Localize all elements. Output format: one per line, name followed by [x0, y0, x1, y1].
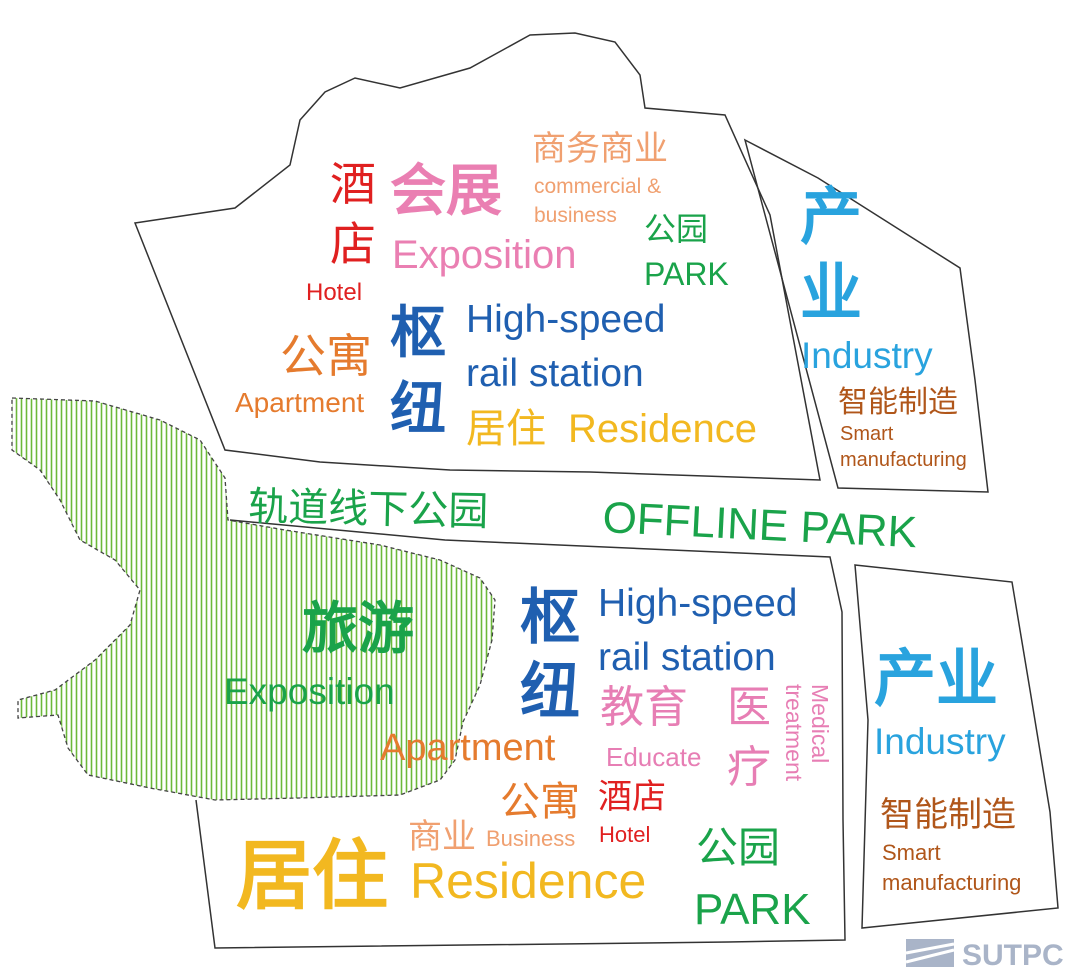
north-commercial-en-2: business: [534, 204, 617, 227]
north-hub-zh-2: 纽: [390, 377, 446, 442]
ne-industry-en: Industry: [801, 335, 933, 376]
south-medical-en-1: Medical: [807, 684, 833, 763]
offline-park-en: OFFLINE PARK: [602, 493, 919, 557]
south-residence-en: Residence: [410, 853, 646, 909]
south-hotel-en: Hotel: [599, 822, 650, 847]
north-commercial-zh: 商务商业: [532, 129, 668, 169]
south-commerce-zh: 商业: [408, 817, 476, 857]
north-hub-en-1: High-speed: [466, 298, 665, 341]
sutpc-logo: SUTPC: [905, 939, 1064, 972]
north-apartment-zh: 公寓: [280, 329, 372, 383]
north-block-outline: [133, 32, 821, 481]
south-east-block-outline: [854, 564, 1059, 929]
south-hub-zh-2: 纽: [520, 657, 580, 727]
ne-industry-zh-2: 业: [800, 256, 862, 329]
north-hotel-en: Hotel: [306, 279, 362, 306]
north-park-en: PARK: [644, 256, 729, 292]
south-medical-zh-2: 疗: [727, 742, 771, 793]
south-medical-zh-1: 医: [727, 682, 771, 733]
south-medical-en-2: treatment: [781, 684, 807, 782]
se-industry-zh: 产业: [874, 642, 998, 715]
north-expo-zh: 会展: [390, 159, 502, 224]
se-industry-en: Industry: [874, 721, 1006, 762]
ne-smart-zh: 智能制造: [838, 385, 958, 420]
se-smart-en-2: manufacturing: [882, 870, 1021, 895]
sutpc-logo-text: SUTPC: [962, 939, 1064, 972]
north-hotel-zh-2: 店: [330, 217, 376, 271]
south-park-en: PARK: [694, 885, 811, 934]
south-park-zh: 公园: [696, 823, 780, 872]
south-hub-zh-1: 枢: [520, 583, 580, 653]
south-commerce-en: Business: [486, 826, 575, 851]
ne-smart-en-1: Smart: [840, 423, 894, 445]
ne-smart-en-2: manufacturing: [840, 449, 967, 471]
north-east-block-outline: [743, 138, 989, 493]
north-commercial-en-1: commercial &: [534, 175, 661, 198]
south-tourism-en: Exposition: [224, 671, 395, 712]
north-expo-en: Exposition: [392, 233, 577, 277]
se-smart-zh: 智能制造: [880, 795, 1016, 835]
south-hub-en-1: High-speed: [598, 582, 797, 625]
north-residence-zh: 居住: [466, 406, 546, 452]
south-hotel-zh: 酒店: [598, 777, 666, 817]
south-apartment-zh: 公寓: [500, 779, 580, 825]
south-edu-en: Educate: [606, 742, 701, 772]
offline-park-zh: 轨道线下公园: [248, 484, 489, 535]
south-apartment-en: Apartment: [380, 727, 556, 769]
north-hub-en-2: rail station: [466, 352, 644, 395]
tourism-zone-hatched: [11, 397, 496, 801]
south-residence-zh: 居住: [236, 831, 388, 920]
north-park-zh: 公园: [644, 210, 708, 248]
south-block-outline: [195, 519, 846, 949]
north-residence-en: Residence: [568, 407, 757, 451]
ne-industry-zh-1: 产: [800, 180, 862, 253]
north-hub-zh-1: 枢: [390, 301, 446, 366]
south-hub-en-2: rail station: [598, 636, 776, 679]
south-edu-zh: 教育: [600, 682, 688, 733]
se-smart-en-1: Smart: [882, 840, 941, 865]
north-hotel-zh-1: 酒: [330, 157, 376, 211]
north-apartment-en: Apartment: [235, 387, 364, 418]
south-tourism-zh: 旅游: [302, 597, 414, 662]
